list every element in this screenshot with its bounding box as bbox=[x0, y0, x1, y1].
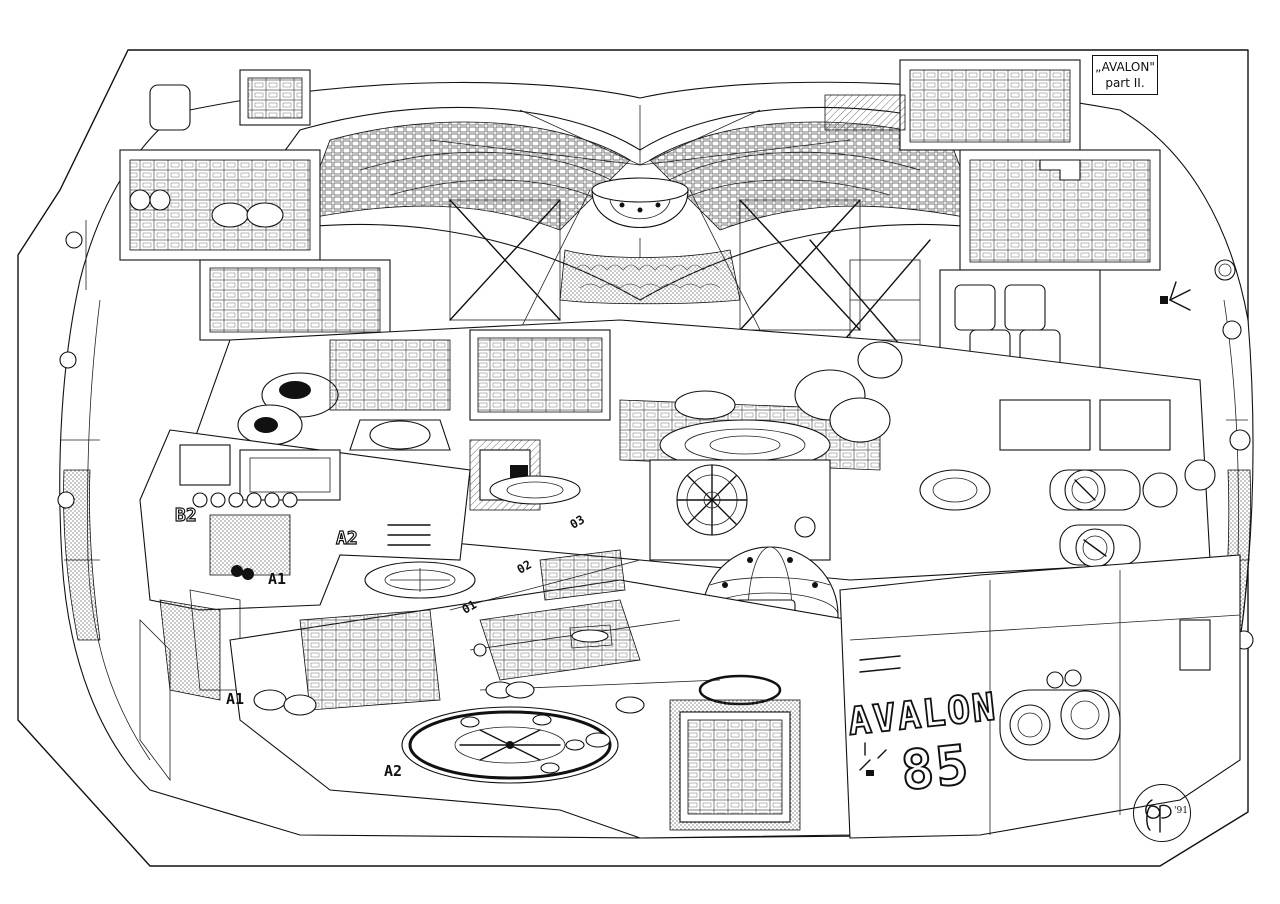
right-tanks bbox=[794, 341, 1216, 568]
title-text: „AVALON" bbox=[1095, 60, 1155, 74]
page-frame bbox=[17, 49, 1249, 867]
right-hull-panel bbox=[839, 554, 1241, 839]
landing-pad-center bbox=[489, 475, 581, 505]
hull-light bbox=[1160, 281, 1191, 311]
hull-number-marking: 85 bbox=[897, 732, 974, 804]
deck-label-a1-upper: A1 bbox=[268, 570, 287, 588]
deck-label-a1-lower: A1 bbox=[226, 690, 245, 708]
landing-pad-upper bbox=[364, 561, 476, 599]
subtitle-text: part II. bbox=[1105, 76, 1145, 90]
central-dome bbox=[591, 177, 689, 258]
deck-label-b2: B2 bbox=[174, 504, 197, 526]
lower-deck bbox=[229, 475, 851, 839]
central-wheel bbox=[649, 459, 831, 561]
deck-label-a2-lower: A2 bbox=[384, 762, 403, 780]
upper-left-modules bbox=[119, 69, 391, 341]
inner-garden bbox=[559, 249, 741, 305]
landing-pad-lower bbox=[401, 706, 619, 784]
signature-circle bbox=[1133, 784, 1191, 842]
lower-left-wall bbox=[139, 429, 471, 782]
signature-year: '91 bbox=[1174, 806, 1188, 816]
title-box: „AVALON" part II. bbox=[1092, 55, 1158, 95]
deck-label-a2-upper: A2 bbox=[335, 527, 358, 549]
